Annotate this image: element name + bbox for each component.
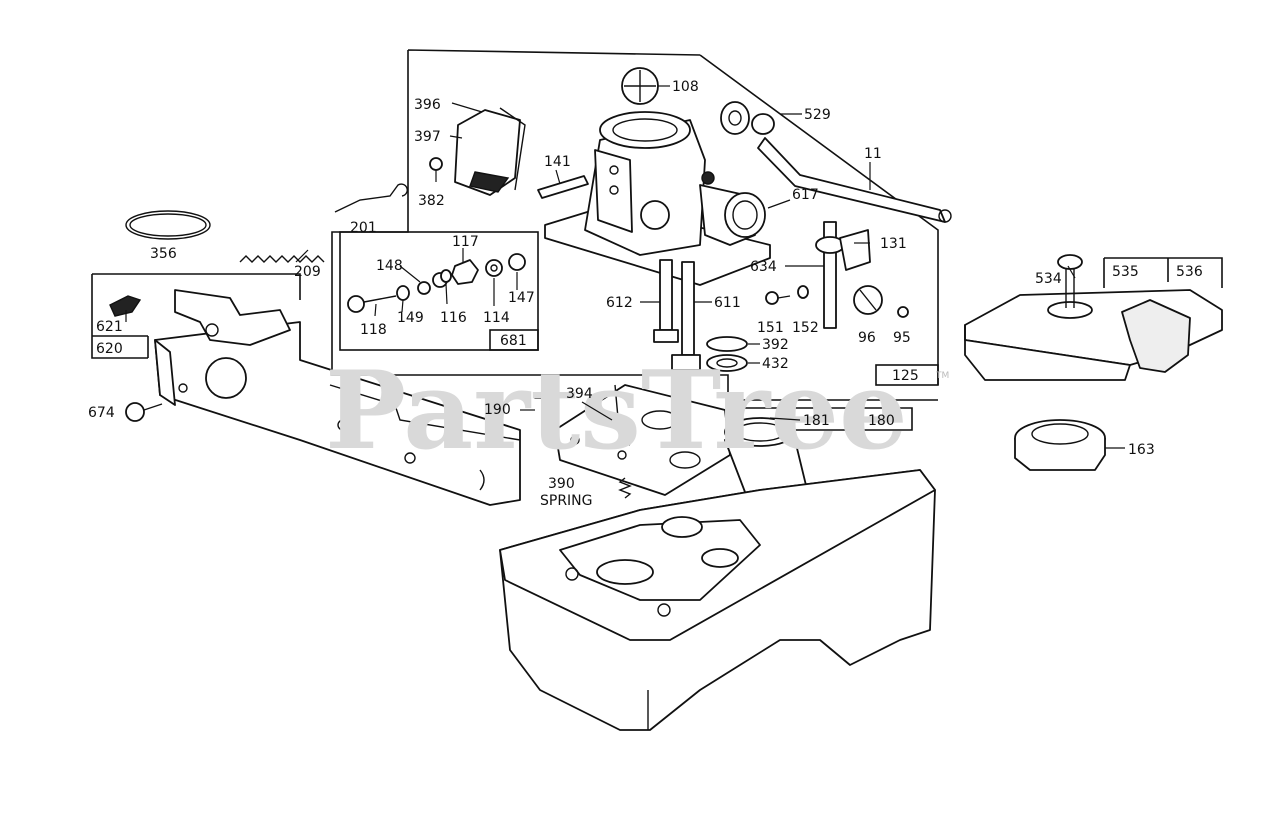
callout-117: 117 bbox=[452, 234, 479, 250]
part-141-pin bbox=[537, 175, 589, 199]
watermark-text: PartsTree bbox=[325, 348, 908, 474]
part-163-air-cleaner-base bbox=[1014, 419, 1106, 471]
part-96-throttle-plate bbox=[853, 285, 883, 315]
callout-394: 394 bbox=[566, 386, 593, 402]
part-11-fuel-line bbox=[757, 137, 946, 223]
callout-201: 201 bbox=[350, 220, 377, 236]
fuel-line-end bbox=[938, 209, 952, 223]
callout-180: 180 bbox=[868, 413, 895, 429]
part-612-611-needle-valve bbox=[653, 259, 701, 371]
box-681-label-frame bbox=[489, 329, 539, 351]
part-382-screw bbox=[429, 157, 443, 182]
callout-95: 95 bbox=[893, 330, 911, 346]
callout-674: 674 bbox=[88, 405, 115, 421]
part-201-link bbox=[334, 183, 408, 213]
callout-box-681 bbox=[339, 231, 539, 351]
callout-box-620 bbox=[91, 273, 301, 359]
callout-spring: SPRING bbox=[540, 493, 593, 509]
part-536-filter-element bbox=[1121, 299, 1191, 373]
callout-634: 634 bbox=[750, 259, 777, 275]
part-149-spring bbox=[396, 285, 410, 301]
callout-209: 209 bbox=[294, 264, 321, 280]
callout-147: 147 bbox=[508, 290, 535, 306]
callout-116: 116 bbox=[440, 310, 467, 326]
callout-118: 118 bbox=[360, 322, 387, 338]
callout-356: 356 bbox=[150, 246, 177, 262]
part-147-plug bbox=[508, 253, 526, 271]
callout-535: 535 bbox=[1112, 264, 1139, 280]
part-148-washers bbox=[417, 272, 448, 295]
part-432-washer bbox=[706, 354, 748, 372]
callout-148: 148 bbox=[376, 258, 403, 274]
callout-620: 620 bbox=[96, 341, 123, 357]
callout-114: 114 bbox=[483, 310, 510, 326]
fuel-tank bbox=[499, 469, 936, 731]
part-356-ring bbox=[125, 210, 211, 240]
callout-392: 392 bbox=[762, 337, 789, 353]
callout-108: 108 bbox=[672, 79, 699, 95]
callout-382: 382 bbox=[418, 193, 445, 209]
part-151-screw bbox=[765, 291, 791, 305]
callout-labels: 108 396 397 382 141 529 11 617 201 356 2… bbox=[88, 79, 1203, 509]
callout-163: 163 bbox=[1128, 442, 1155, 458]
part-621-clip bbox=[109, 295, 142, 317]
callout-151: 151 bbox=[757, 320, 784, 336]
part-190-screw bbox=[534, 391, 556, 420]
callout-125: 125 bbox=[892, 368, 919, 384]
throttle-bracket-assembly bbox=[154, 289, 521, 506]
carburetor-body bbox=[544, 111, 771, 286]
callout-611: 611 bbox=[714, 295, 741, 311]
part-634-throttle-shaft bbox=[815, 221, 871, 329]
part-95-screw bbox=[897, 306, 909, 318]
part-152-spring bbox=[797, 285, 809, 299]
part-116-seat bbox=[440, 269, 452, 283]
callout-621: 621 bbox=[96, 319, 123, 335]
part-209-spring bbox=[239, 255, 325, 263]
part-356-ring-inner bbox=[129, 213, 207, 237]
callout-96: 96 bbox=[858, 330, 876, 346]
watermark-trademark: TM bbox=[935, 371, 949, 381]
callout-181: 181 bbox=[803, 413, 830, 429]
callout-681: 681 bbox=[500, 333, 527, 349]
callout-11: 11 bbox=[864, 146, 882, 162]
part-117-nut bbox=[451, 259, 479, 285]
callout-432: 432 bbox=[762, 356, 789, 372]
callout-149: 149 bbox=[397, 310, 424, 326]
part-392-gasket bbox=[706, 336, 748, 352]
callout-397: 397 bbox=[414, 129, 441, 145]
callout-612: 612 bbox=[606, 295, 633, 311]
callout-152: 152 bbox=[792, 320, 819, 336]
callout-534: 534 bbox=[1035, 271, 1062, 287]
callout-390: 390 bbox=[548, 476, 575, 492]
part-114-washer bbox=[485, 259, 503, 277]
callout-529: 529 bbox=[804, 107, 831, 123]
callout-617: 617 bbox=[792, 187, 819, 203]
leader-lines bbox=[125, 85, 1125, 449]
part-529-elbow bbox=[720, 101, 775, 135]
callout-536: 536 bbox=[1176, 264, 1203, 280]
callout-190: 190 bbox=[484, 402, 511, 418]
part-397-float-bowl-cover bbox=[454, 107, 526, 196]
callout-box-535-536 bbox=[1103, 257, 1223, 288]
part-390-spring bbox=[618, 477, 632, 499]
part-108-choke-plate bbox=[621, 67, 659, 105]
box-125-label-frame bbox=[875, 364, 939, 386]
callout-396: 396 bbox=[414, 97, 441, 113]
callout-131: 131 bbox=[880, 236, 907, 252]
callout-141: 141 bbox=[544, 154, 571, 170]
part-674-screw bbox=[125, 402, 163, 422]
part-118-needle bbox=[347, 295, 397, 313]
